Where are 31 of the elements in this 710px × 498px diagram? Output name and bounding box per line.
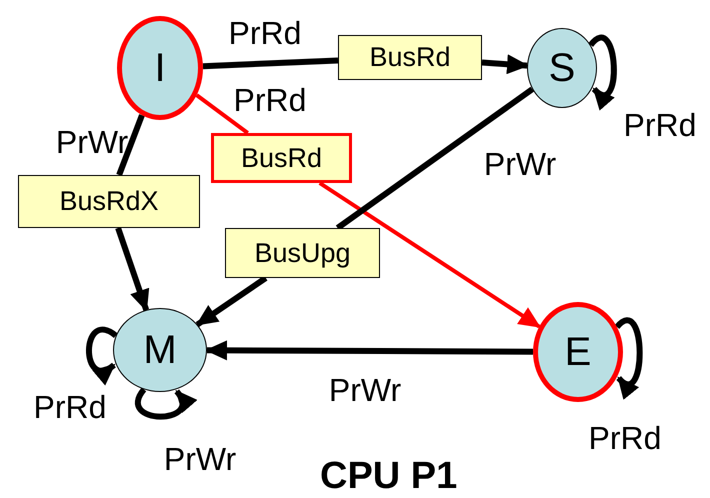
state-label: M	[143, 330, 177, 370]
edge-label: PrRd	[588, 422, 662, 454]
edge-label: PrRd	[228, 17, 302, 49]
arrow	[615, 318, 643, 399]
bus-action-label: BusUpg	[254, 240, 351, 266]
edge-label: PrRd	[234, 84, 306, 116]
arrow	[205, 340, 534, 360]
arrow	[115, 227, 150, 312]
arrow	[482, 54, 530, 74]
bus-action-label: BusRd	[369, 44, 451, 71]
edge-label: PrWr	[56, 126, 128, 158]
edge-label: PrWr	[484, 148, 556, 180]
arrow	[135, 388, 196, 420]
state-label: S	[548, 48, 576, 88]
bus-action-box	[18, 175, 200, 228]
bus-action-label: BusRdX	[59, 188, 159, 215]
arrow	[86, 326, 118, 384]
bus-action-box	[338, 35, 482, 80]
state-label: E	[564, 332, 592, 372]
edge-label: PrWr	[328, 374, 402, 406]
edge-label: PrRd	[34, 391, 106, 423]
edge-label: PrRd	[624, 109, 696, 141]
caption: CPU P1	[320, 457, 458, 495]
bus-action-label: BusRd	[240, 144, 322, 172]
bus-action-box	[225, 228, 380, 278]
state-label: I	[154, 48, 166, 88]
edge-label: PrWr	[164, 443, 236, 475]
arrow	[318, 181, 541, 328]
arrow	[196, 276, 268, 328]
bus-action-box	[211, 133, 352, 183]
arrow	[588, 34, 617, 110]
